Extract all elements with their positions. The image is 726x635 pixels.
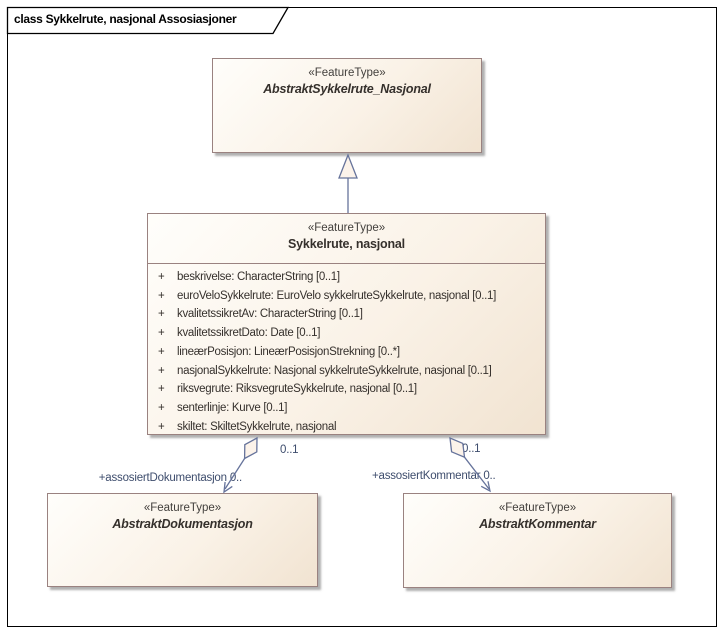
role-label-kommentar: +assosiertKommentar 0..	[372, 470, 496, 482]
class-name: AbstraktSykkelrute_Nasjonal	[263, 82, 431, 96]
class-name: AbstraktDokumentasjon	[112, 517, 253, 531]
attribute-text: euroVeloSykkelrute: EuroVelo sykkelruteS…	[177, 289, 496, 302]
class-stereotype: «FeatureType»	[143, 502, 222, 514]
class-box-sykkelrute-nasjonal[interactable]: «FeatureType» Sykkelrute, nasjonal + bes…	[147, 213, 546, 435]
class-box-abstraktsykkelrute-nasjonal[interactable]: «FeatureType» AbstraktSykkelrute_Nasjona…	[212, 58, 482, 153]
attribute-visibility: +	[158, 289, 165, 302]
class-stereotype: «FeatureType»	[307, 222, 386, 234]
attribute-text: senterlinje: Kurve [0..1]	[177, 401, 288, 414]
attribute-compartment: + beskrivelse: CharacterString [0..1] + …	[148, 264, 545, 436]
attribute-visibility: +	[158, 364, 165, 377]
class-box-abstraktdokumentasjon[interactable]: «FeatureType» AbstraktDokumentasjon	[47, 493, 318, 587]
attribute-row: + beskrivelse: CharacterString [0..1]	[148, 268, 545, 287]
attribute-row: + senterlinje: Kurve [0..1]	[148, 399, 545, 418]
attribute-visibility: +	[158, 271, 165, 283]
attribute-row: + riksvegrute: RiksvegruteSykkelrute, na…	[148, 380, 545, 399]
role-label-dokumentasjon: +assosiertDokumentasjon 0..	[98, 472, 242, 484]
attribute-row: + kvalitetssikretDato: Date [0..1]	[148, 324, 545, 343]
class-name: AbstraktKommentar	[479, 517, 596, 531]
attribute-row: + kvalitetssikretAv: CharacterString [0.…	[148, 305, 545, 324]
multiplicity-label-kommentar: 0..1	[462, 443, 481, 455]
attribute-text: kvalitetssikretDato: Date [0..1]	[177, 327, 321, 340]
diagram-title: class Sykkelrute, nasjonal Assosiasjoner	[14, 12, 237, 26]
attribute-visibility: +	[158, 383, 165, 396]
class-stereotype: «FeatureType»	[308, 67, 386, 79]
attribute-row: + nasjonalSykkelrute: Nasjonal sykkelrut…	[148, 362, 545, 381]
attribute-text: riksvegrute: RiksvegruteSykkelrute, nasj…	[177, 383, 417, 396]
class-stereotype: «FeatureType»	[498, 502, 577, 514]
class-header: «FeatureType» Sykkelrute, nasjonal	[148, 214, 545, 264]
attribute-visibility: +	[158, 345, 165, 358]
attribute-visibility: +	[158, 308, 165, 321]
attribute-text: lineærPosisjon: LineærPosisjonStrekning …	[177, 345, 400, 358]
attribute-text: nasjonalSykkelrute: Nasjonal sykkelruteS…	[177, 364, 492, 377]
attribute-visibility: +	[158, 420, 165, 433]
class-box-abstraktkommentar[interactable]: «FeatureType» AbstraktKommentar	[403, 493, 672, 588]
class-name: Sykkelrute, nasjonal	[288, 237, 405, 251]
attribute-text: skiltet: SkiltetSykkelrute, nasjonal	[177, 420, 337, 433]
attribute-visibility: +	[158, 401, 165, 414]
attribute-row: + lineærPosisjon: LineærPosisjonStreknin…	[148, 343, 545, 362]
attribute-visibility: +	[158, 327, 165, 340]
attribute-row: + skiltet: SkiltetSykkelrute, nasjonal	[148, 418, 545, 437]
attribute-text: beskrivelse: CharacterString [0..1]	[177, 271, 340, 283]
multiplicity-label-dokumentasjon: 0..1	[280, 444, 299, 456]
attribute-text: kvalitetssikretAv: CharacterString [0..1…	[177, 308, 363, 321]
attribute-row: + euroVeloSykkelrute: EuroVelo sykkelrut…	[148, 287, 545, 306]
